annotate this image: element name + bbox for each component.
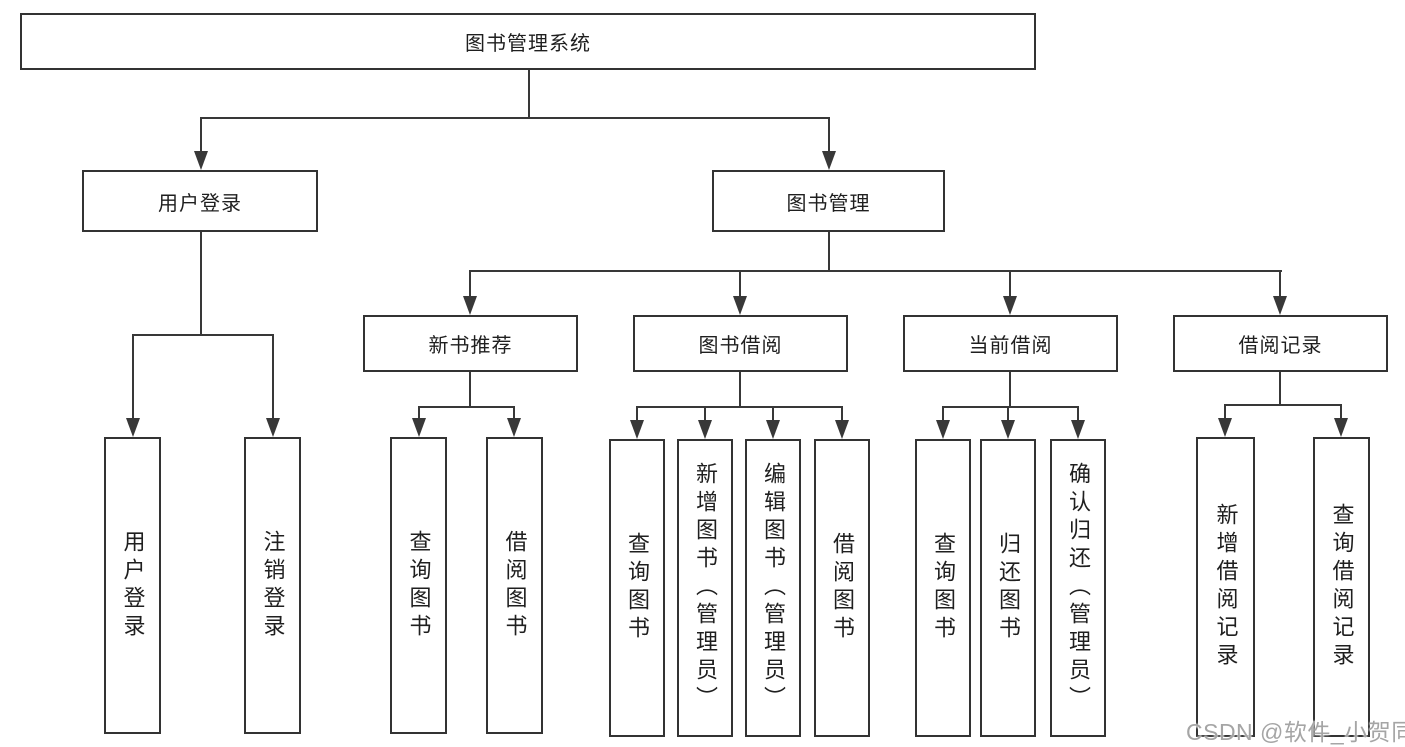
- connector-line: [942, 406, 1079, 408]
- connector-line: [636, 406, 843, 408]
- connector-line: [828, 232, 830, 272]
- connector-line: [942, 406, 944, 422]
- leaf-query-books-current: 查询图书: [915, 439, 971, 737]
- arrow-down-icon: [1001, 420, 1015, 439]
- node-library-system: 图书管理系统: [20, 13, 1036, 70]
- node-label: 借阅图书: [502, 529, 528, 642]
- connector-line: [418, 406, 515, 408]
- leaf-borrow-books: 借阅图书: [814, 439, 870, 737]
- connector-line: [1279, 372, 1281, 406]
- node-new-book-recommend: 新书推荐: [363, 315, 578, 372]
- leaf-add-books-admin: 新增图书（管理员）: [677, 439, 733, 737]
- node-label: 新增借阅记录: [1213, 503, 1239, 671]
- leaf-query-books-recommend: 查询图书: [390, 437, 447, 734]
- arrow-down-icon: [126, 418, 140, 437]
- connector-line: [1340, 404, 1342, 420]
- node-label: 归还图书: [996, 532, 1021, 644]
- connector-line: [200, 117, 830, 119]
- connector-line: [132, 334, 134, 420]
- node-book-borrow: 图书借阅: [633, 315, 848, 372]
- arrow-down-icon: [1071, 420, 1085, 439]
- node-user-login: 用户登录: [82, 170, 318, 232]
- csdn-watermark: CSDN @软件_小贺同学: [1186, 719, 1405, 745]
- connector-line: [469, 270, 471, 298]
- node-book-management: 图书管理: [712, 170, 945, 232]
- arrow-down-icon: [1334, 418, 1348, 437]
- connector-line: [469, 270, 1282, 272]
- arrow-down-icon: [194, 151, 208, 170]
- connector-line: [469, 372, 471, 408]
- node-label: 查询图书: [625, 532, 650, 644]
- arrow-down-icon: [630, 420, 644, 439]
- arrow-down-icon: [766, 420, 780, 439]
- arrow-down-icon: [412, 418, 426, 437]
- node-label: 借阅图书: [830, 532, 855, 644]
- connector-line: [636, 406, 638, 422]
- connector-line: [272, 334, 274, 420]
- node-label: 注销登录: [260, 529, 286, 642]
- arrow-down-icon: [1218, 418, 1232, 437]
- arrow-down-icon: [698, 420, 712, 439]
- node-label: 新增图书（管理员）: [693, 462, 718, 714]
- leaf-borrow-books-recommend: 借阅图书: [486, 437, 543, 734]
- arrow-down-icon: [733, 296, 747, 315]
- arrow-down-icon: [266, 418, 280, 437]
- connector-line: [828, 117, 830, 153]
- connector-line: [1009, 270, 1011, 298]
- connector-line: [513, 406, 515, 420]
- connector-line: [200, 232, 202, 336]
- connector-line: [1007, 406, 1009, 422]
- leaf-query-books-borrow: 查询图书: [609, 439, 665, 737]
- connector-line: [841, 406, 843, 422]
- connector-line: [704, 406, 706, 422]
- leaf-logout-login: 注销登录: [244, 437, 301, 734]
- node-label: 编辑图书（管理员）: [761, 462, 786, 714]
- connector-line: [1224, 404, 1226, 420]
- connector-line: [418, 406, 420, 420]
- arrow-down-icon: [936, 420, 950, 439]
- connector-line: [772, 406, 774, 422]
- connector-line: [1224, 404, 1342, 406]
- node-label: 确认归还（管理员）: [1066, 462, 1091, 714]
- leaf-add-borrow-record: 新增借阅记录: [1196, 437, 1255, 737]
- node-label: 查询借阅记录: [1329, 503, 1355, 671]
- leaf-return-books: 归还图书: [980, 439, 1036, 737]
- leaf-user-login: 用户登录: [104, 437, 161, 734]
- connector-line: [1009, 372, 1011, 408]
- connector-line: [739, 270, 741, 298]
- connector-line: [1279, 270, 1281, 298]
- node-label: 查询图书: [406, 529, 432, 642]
- node-label: 用户登录: [120, 529, 146, 642]
- connector-line: [1077, 406, 1079, 422]
- arrow-down-icon: [463, 296, 477, 315]
- arrow-down-icon: [1273, 296, 1287, 315]
- leaf-query-borrow-record: 查询借阅记录: [1313, 437, 1370, 737]
- connector-line: [200, 117, 202, 153]
- node-label: 查询图书: [931, 532, 956, 644]
- arrow-down-icon: [822, 151, 836, 170]
- leaf-confirm-return-admin: 确认归还（管理员）: [1050, 439, 1106, 737]
- leaf-edit-books-admin: 编辑图书（管理员）: [745, 439, 801, 737]
- connector-line: [528, 70, 530, 118]
- node-current-borrow: 当前借阅: [903, 315, 1118, 372]
- connector-line: [739, 372, 741, 408]
- arrow-down-icon: [1003, 296, 1017, 315]
- node-borrow-records: 借阅记录: [1173, 315, 1388, 372]
- connector-line: [132, 334, 274, 336]
- arrow-down-icon: [507, 418, 521, 437]
- arrow-down-icon: [835, 420, 849, 439]
